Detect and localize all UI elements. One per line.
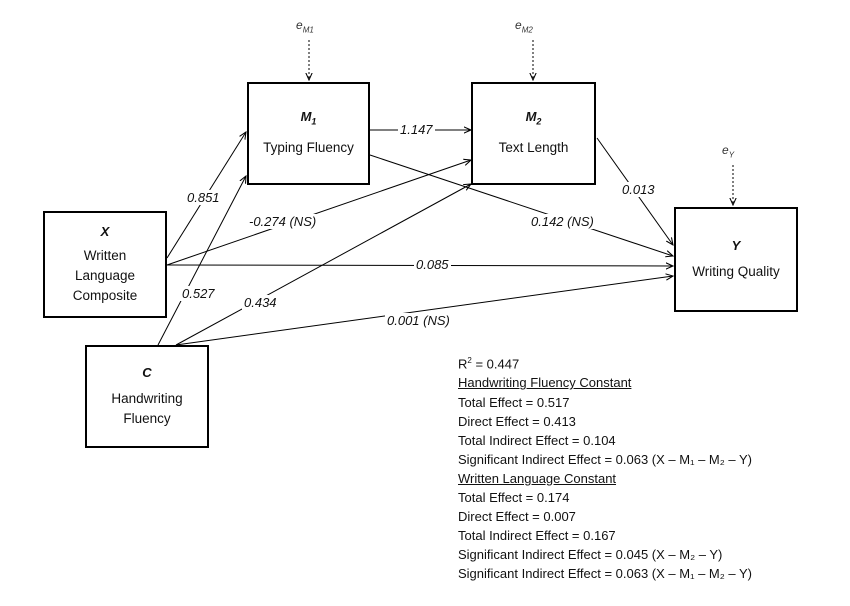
node-x-label-line-3: Composite <box>72 287 138 303</box>
node-m1-label: Typing Fluency <box>263 139 354 155</box>
coef-c-m2: 0.434 <box>242 295 279 310</box>
arrow-x-m2 <box>166 160 471 266</box>
node-m2-label: Text Length <box>498 139 569 155</box>
error-label-m1: eM1 <box>296 18 314 35</box>
coef-x-m1: 0.851 <box>185 190 222 205</box>
coef-c-y: 0.001 (NS) <box>385 313 452 328</box>
coef-m1-m2: 1.147 <box>398 122 435 137</box>
node-c-label-line-2: Fluency <box>123 410 171 426</box>
written-total-indirect-effect: Total Indirect Effect = 0.167 <box>458 528 616 544</box>
handwriting-heading: Handwriting Fluency Constant <box>458 375 632 391</box>
node-m2: M2 Text Length <box>471 82 596 185</box>
written-significant-indirect-effect-1: Significant Indirect Effect = 0.045 (X –… <box>458 547 723 563</box>
node-m2-symbol: M2 <box>525 109 542 127</box>
node-y: Y Writing Quality <box>674 207 798 312</box>
written-direct-effect: Direct Effect = 0.007 <box>458 509 576 525</box>
node-c: C Handwriting Fluency <box>85 345 209 448</box>
r-squared: R2 = 0.447 <box>458 356 520 372</box>
handwriting-significant-indirect-effect: Significant Indirect Effect = 0.063 (X –… <box>458 451 753 467</box>
written-significant-indirect-effect-2: Significant Indirect Effect = 0.063 (X –… <box>458 566 753 582</box>
arrow-c-y <box>175 276 673 346</box>
handwriting-total-effect: Total Effect = 0.517 <box>458 394 570 410</box>
error-label-m2: eM2 <box>515 18 533 35</box>
written-heading: Written Language Constant <box>458 470 617 486</box>
written-total-effect: Total Effect = 0.174 <box>458 489 570 505</box>
node-c-label-line-1: Handwriting <box>111 390 183 406</box>
coef-x-y: 0.085 <box>414 257 451 272</box>
node-m1: M1 Typing Fluency <box>247 82 370 185</box>
effects-summary: R2 = 0.447 Handwriting Fluency Constant … <box>458 351 752 583</box>
coef-m2-y: 0.013 <box>620 182 657 197</box>
node-c-symbol: C <box>142 364 152 380</box>
arrow-c-m2 <box>175 184 471 346</box>
node-m1-symbol: M1 <box>300 109 317 127</box>
handwriting-direct-effect: Direct Effect = 0.413 <box>458 413 576 429</box>
node-y-symbol: Y <box>731 237 741 253</box>
node-x: X Written Language Composite <box>43 211 167 318</box>
node-x-label-line-1: Written <box>83 247 127 263</box>
handwriting-total-indirect-effect: Total Indirect Effect = 0.104 <box>458 432 616 448</box>
coef-c-m1: 0.527 <box>180 286 217 301</box>
error-label-y: eY <box>722 143 735 160</box>
node-x-symbol: X <box>100 223 110 239</box>
arrow-m1-y <box>369 154 673 256</box>
coef-m1-y: 0.142 (NS) <box>529 214 596 229</box>
node-y-label: Writing Quality <box>692 263 780 279</box>
node-x-label-line-2: Language <box>74 267 136 283</box>
arrow-c-m1 <box>157 176 246 346</box>
coef-x-m2: -0.274 (NS) <box>247 214 319 229</box>
